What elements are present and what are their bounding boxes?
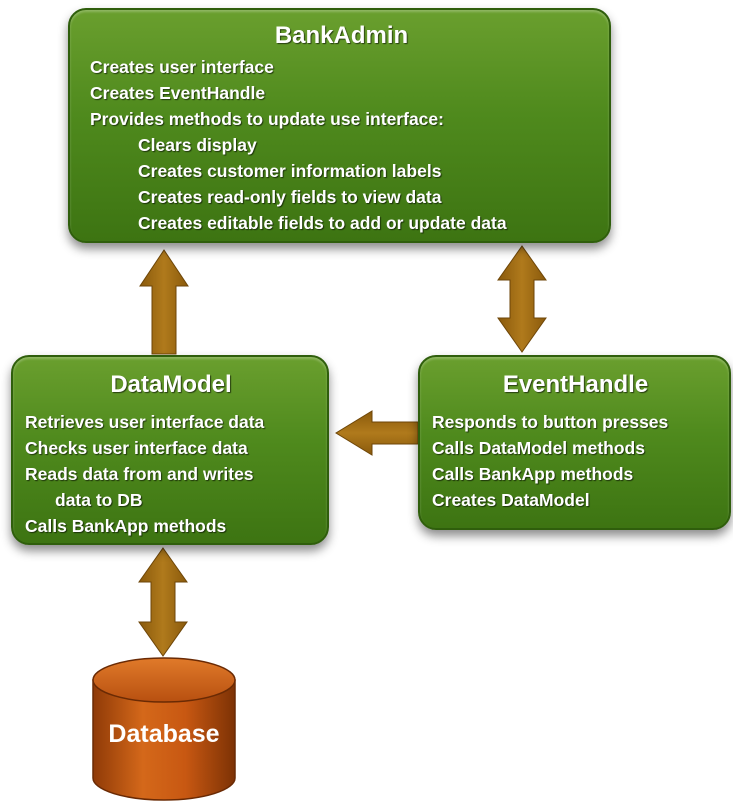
eventhandle-title: EventHandle: [502, 371, 649, 398]
datamodel-box: DataModel Retrieves user interface data …: [11, 355, 329, 545]
datamodel-line: Reads data from and writes: [25, 464, 254, 484]
bankadmin-subline: Creates editable fields to add or update…: [138, 213, 507, 233]
bankadmin-subline: Creates read-only fields to view data: [138, 187, 442, 207]
datamodel-line: Retrieves user interface data: [25, 412, 265, 432]
bankadmin-line: Provides methods to update use interface…: [90, 109, 444, 129]
bankadmin-line: Creates user interface: [90, 57, 274, 77]
datamodel-line: Calls BankApp methods: [25, 516, 227, 536]
bankadmin-subline: Clears display: [138, 135, 257, 155]
bankadmin-title: BankAdmin: [274, 22, 409, 49]
arrow-datamodel-database: [138, 547, 188, 657]
datamodel-title: DataModel: [110, 371, 232, 398]
bankadmin-line: Creates EventHandle: [90, 83, 266, 103]
database-label: Database: [108, 720, 219, 748]
eventhandle-line: Calls DataModel methods: [432, 438, 645, 458]
arrow-datamodel-to-bankadmin: [139, 249, 189, 355]
eventhandle-line: Calls BankApp methods: [432, 464, 634, 484]
eventhandle-line: Creates DataModel: [432, 490, 590, 510]
datamodel-line: Checks user interface data: [25, 438, 248, 458]
bankadmin-subline: Creates customer information labels: [138, 161, 442, 181]
bankadmin-box: BankAdmin Creates user interface Creates…: [68, 8, 611, 243]
database-cylinder: Database: [92, 657, 236, 801]
eventhandle-line: Responds to button presses: [432, 412, 669, 432]
eventhandle-box: EventHandle Responds to button presses C…: [418, 355, 731, 530]
datamodel-subline: data to DB: [55, 490, 143, 510]
arrow-bankadmin-eventhandle: [497, 245, 547, 353]
arrow-eventhandle-to-datamodel: [335, 410, 419, 456]
